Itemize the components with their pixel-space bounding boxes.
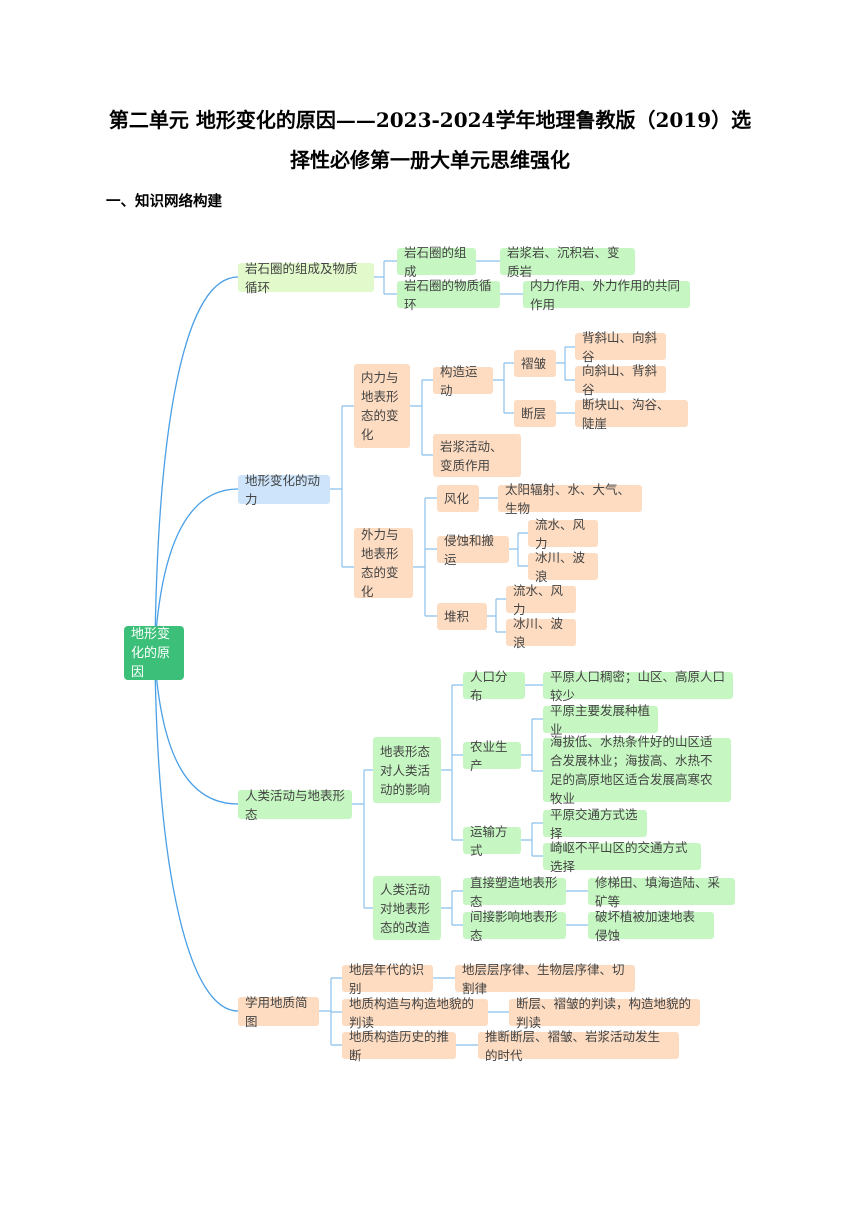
- node-fault: 断层: [514, 400, 556, 427]
- node-material-cycle: 岩石圈的物质循环: [397, 278, 500, 312]
- node-internal-forces: 内力与地表形态的变化: [354, 364, 410, 448]
- node-structure-reading: 地质构造与构造地貌的判读: [342, 996, 488, 1030]
- node-indirect-impact-detail: 破坏植被加速地表侵蚀: [588, 909, 714, 943]
- node-landform-forces: 地形变化的动力: [238, 473, 330, 507]
- node-fold-result-1: 背斜山、向斜谷: [575, 330, 666, 364]
- node-erosion-factor-1: 流水、风力: [528, 517, 598, 551]
- node-indirect-impact: 间接影响地表形态: [463, 909, 566, 943]
- node-fold: 褶皱: [514, 350, 556, 377]
- node-strata-age-detail: 地层层序律、生物层序律、切割律: [455, 962, 635, 996]
- mindmap-root: 地形变化的原因: [124, 626, 184, 680]
- node-weathering-factors: 太阳辐射、水、大气、生物: [498, 482, 642, 516]
- node-strata-age: 地层年代的识别: [342, 962, 433, 996]
- node-deposition-factor-1: 流水、风力: [506, 583, 576, 617]
- node-population: 人口分布: [463, 669, 525, 703]
- section-heading: 一、知识网络构建: [106, 193, 222, 210]
- node-history-inference-detail: 推断断层、褶皱、岩浆活动发生的时代: [478, 1029, 679, 1063]
- node-fault-result: 断块山、沟谷、陡崖: [575, 397, 688, 431]
- node-lithosphere-cycle: 岩石圈的组成及物质循环: [238, 261, 374, 295]
- node-agriculture: 农业生产: [463, 739, 521, 773]
- document-title-line-1: 第二单元 地形变化的原因——2023-2024学年地理鲁教版（2019）选: [108, 108, 752, 132]
- node-weathering: 风化: [437, 485, 479, 512]
- node-landform-impact: 地表形态对人类活动的影响: [373, 737, 441, 803]
- node-direct-shaping: 直接塑造地表形态: [463, 875, 566, 909]
- node-human-reshaping: 人类活动对地表形态的改造: [373, 876, 441, 940]
- node-agriculture-plain: 平原主要发展种植业: [543, 703, 658, 737]
- node-structure-reading-detail: 断层、褶皱的判读，构造地貌的判读: [509, 996, 700, 1030]
- node-direct-shaping-detail: 修梯田、填海造陆、采矿等: [588, 875, 735, 909]
- node-deposition-factor-2: 冰川、波浪: [506, 616, 576, 650]
- node-deposition: 堆积: [437, 603, 487, 630]
- node-magmatism: 岩浆活动、变质作用: [433, 434, 521, 477]
- document-title-line-2: 择性必修第一册大单元思维强化: [290, 148, 570, 172]
- node-lithosphere-composition: 岩石圈的组成: [397, 245, 476, 279]
- node-human-activity: 人类活动与地表形态: [238, 788, 352, 822]
- node-history-inference: 地质构造历史的推断: [342, 1029, 456, 1063]
- node-transport-mountain: 崎岖不平山区的交通方式选择: [543, 840, 701, 874]
- node-population-detail: 平原人口稠密；山区、高原人口较少: [543, 669, 733, 703]
- node-erosion-factor-2: 冰川、波浪: [528, 550, 598, 584]
- node-erosion: 侵蚀和搬运: [437, 533, 509, 567]
- node-fold-result-2: 向斜山、背斜谷: [575, 363, 666, 397]
- node-cycle-forces: 内力作用、外力作用的共同作用: [523, 278, 690, 312]
- node-transport: 运输方式: [463, 824, 521, 858]
- node-agriculture-mountain: 海拔低、水热条件好的山区适合发展林业；海拔高、水热不足的高原地区适合发展高寒农牧…: [543, 734, 731, 806]
- node-geologic-map: 学用地质简图: [238, 995, 319, 1029]
- node-rock-types: 岩浆岩、沉积岩、变质岩: [500, 245, 635, 279]
- node-external-forces: 外力与地表形态的变化: [354, 527, 413, 599]
- node-tectonic-movement: 构造运动: [433, 364, 493, 398]
- node-transport-plain: 平原交通方式选择: [543, 807, 647, 841]
